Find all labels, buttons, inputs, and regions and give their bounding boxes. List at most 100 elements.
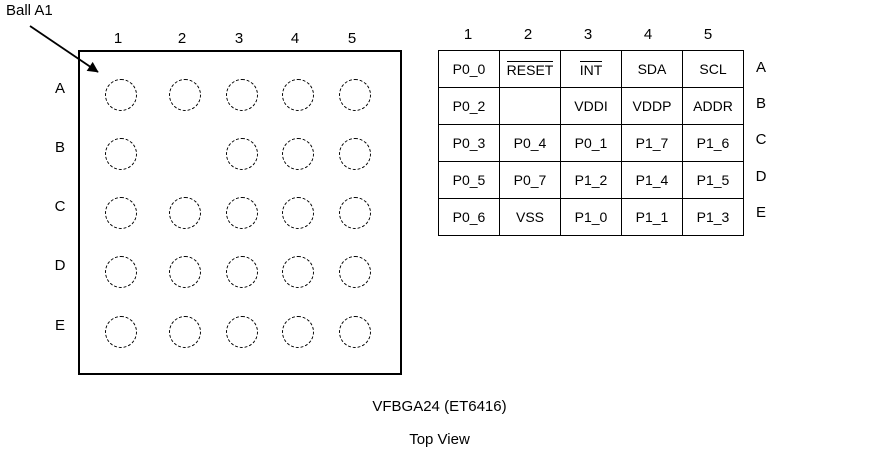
pin-label: P1_6	[696, 135, 730, 151]
package-row-label-e: E	[54, 317, 65, 334]
pinout-col-label-4: 4	[643, 26, 653, 43]
pin-cell-e3: P1_0	[560, 198, 622, 236]
pin-label: ADDR	[693, 98, 733, 114]
ball-e1	[105, 316, 137, 348]
ball-b5	[339, 138, 371, 170]
pin-cell-d3: P1_2	[560, 161, 622, 199]
pin-cell-e2: VSS	[499, 198, 561, 236]
package-row-label-c: C	[54, 198, 66, 215]
package-name-caption: VFBGA24 (ET6416)	[372, 398, 507, 415]
pin-label: P1_1	[635, 209, 669, 225]
pin-label: VDDI	[574, 98, 608, 114]
package-col-label-1: 1	[113, 30, 123, 47]
table-row: P0_0 RESET INT SDA SCL	[438, 50, 744, 88]
pin-label: P1_3	[696, 209, 730, 225]
pin-cell-c4: P1_7	[621, 124, 683, 162]
pinout-col-label-3: 3	[583, 26, 593, 43]
pin-label: P0_1	[574, 135, 608, 151]
ball-e2	[169, 316, 201, 348]
pin-label: P0_2	[452, 98, 486, 114]
ball-d1	[105, 256, 137, 288]
pin-cell-a2: RESET	[499, 50, 561, 88]
ball-b4	[282, 138, 314, 170]
pin-cell-c2: P0_4	[499, 124, 561, 162]
pinout-row-label-b: B	[755, 95, 766, 112]
ball-c3	[226, 197, 258, 229]
pinout-table-container: 1 2 3 4 5 P0_0 RESET INT SDA SCL P0_2 VD…	[438, 26, 766, 236]
ball-a5	[339, 79, 371, 111]
table-row: P0_5 P0_7 P1_2 P1_4 P1_5	[438, 161, 744, 199]
pin-cell-b2	[499, 87, 561, 125]
ball-b1	[105, 138, 137, 170]
pin-label: P0_6	[452, 209, 486, 225]
table-row: P0_3 P0_4 P0_1 P1_7 P1_6	[438, 124, 744, 162]
pin-label: P0_4	[513, 135, 547, 151]
pin-cell-a3: INT	[560, 50, 622, 88]
package-col-label-3: 3	[234, 30, 244, 47]
pin-label: P0_7	[513, 172, 547, 188]
ball-a1-callout-label: Ball A1	[6, 2, 53, 19]
pinout-row-label-c: C	[755, 131, 767, 148]
pin-cell-c3: P0_1	[560, 124, 622, 162]
pin-label: P0_0	[452, 61, 486, 77]
pinout-col-label-5: 5	[703, 26, 713, 43]
pin-cell-b3: VDDI	[560, 87, 622, 125]
pin-cell-e1: P0_6	[438, 198, 500, 236]
ball-a3	[226, 79, 258, 111]
pin-label: INT	[579, 60, 603, 78]
pinout-row-label-a: A	[755, 59, 766, 76]
ball-a1	[105, 79, 137, 111]
ball-d4	[282, 256, 314, 288]
pin-label: P1_7	[635, 135, 669, 151]
pin-label: P1_2	[574, 172, 608, 188]
package-col-label-5: 5	[347, 30, 357, 47]
ball-d3	[226, 256, 258, 288]
pin-label: P1_5	[696, 172, 730, 188]
view-caption: Top View	[409, 431, 470, 448]
pin-cell-d1: P0_5	[438, 161, 500, 199]
package-row-label-a: A	[54, 80, 65, 97]
ball-b3	[226, 138, 258, 170]
pin-cell-a5: SCL	[682, 50, 744, 88]
pin-cell-d4: P1_4	[621, 161, 683, 199]
package-row-label-b: B	[54, 139, 65, 156]
pin-cell-d5: P1_5	[682, 161, 744, 199]
ball-c4	[282, 197, 314, 229]
pin-label: SCL	[699, 61, 727, 77]
package-row-label-d: D	[54, 257, 66, 274]
pin-label: P1_4	[635, 172, 669, 188]
pin-cell-b4: VDDP	[621, 87, 683, 125]
pin-cell-e5: P1_3	[682, 198, 744, 236]
pinout-col-label-2: 2	[523, 26, 533, 43]
pin-cell-d2: P0_7	[499, 161, 561, 199]
pin-cell-e4: P1_1	[621, 198, 683, 236]
ball-d5	[339, 256, 371, 288]
pinout-table: P0_0 RESET INT SDA SCL P0_2 VDDI VDDP AD…	[438, 50, 744, 236]
pin-label: P0_5	[452, 172, 486, 188]
pinout-row-label-d: D	[755, 168, 767, 185]
ball-a4	[282, 79, 314, 111]
pin-label: VSS	[515, 209, 544, 225]
package-col-label-4: 4	[290, 30, 300, 47]
pin-label: SDA	[637, 61, 667, 77]
pinout-col-label-1: 1	[463, 26, 473, 43]
pin-cell-a4: SDA	[621, 50, 683, 88]
ball-c2	[169, 197, 201, 229]
ball-d2	[169, 256, 201, 288]
pinout-row-label-e: E	[755, 204, 766, 221]
ball-c5	[339, 197, 371, 229]
ball-e4	[282, 316, 314, 348]
pin-label: P0_3	[452, 135, 486, 151]
pin-label: P1_0	[574, 209, 608, 225]
package-outline	[78, 50, 402, 375]
pin-cell-c1: P0_3	[438, 124, 500, 162]
pin-label: VDDP	[632, 98, 672, 114]
table-row: P0_2 VDDI VDDP ADDR	[438, 87, 744, 125]
package-col-label-2: 2	[177, 30, 187, 47]
pin-label: RESET	[506, 60, 554, 78]
pin-cell-b5: ADDR	[682, 87, 744, 125]
pin-cell-a1: P0_0	[438, 50, 500, 88]
ball-e5	[339, 316, 371, 348]
ball-e3	[226, 316, 258, 348]
pin-cell-c5: P1_6	[682, 124, 744, 162]
